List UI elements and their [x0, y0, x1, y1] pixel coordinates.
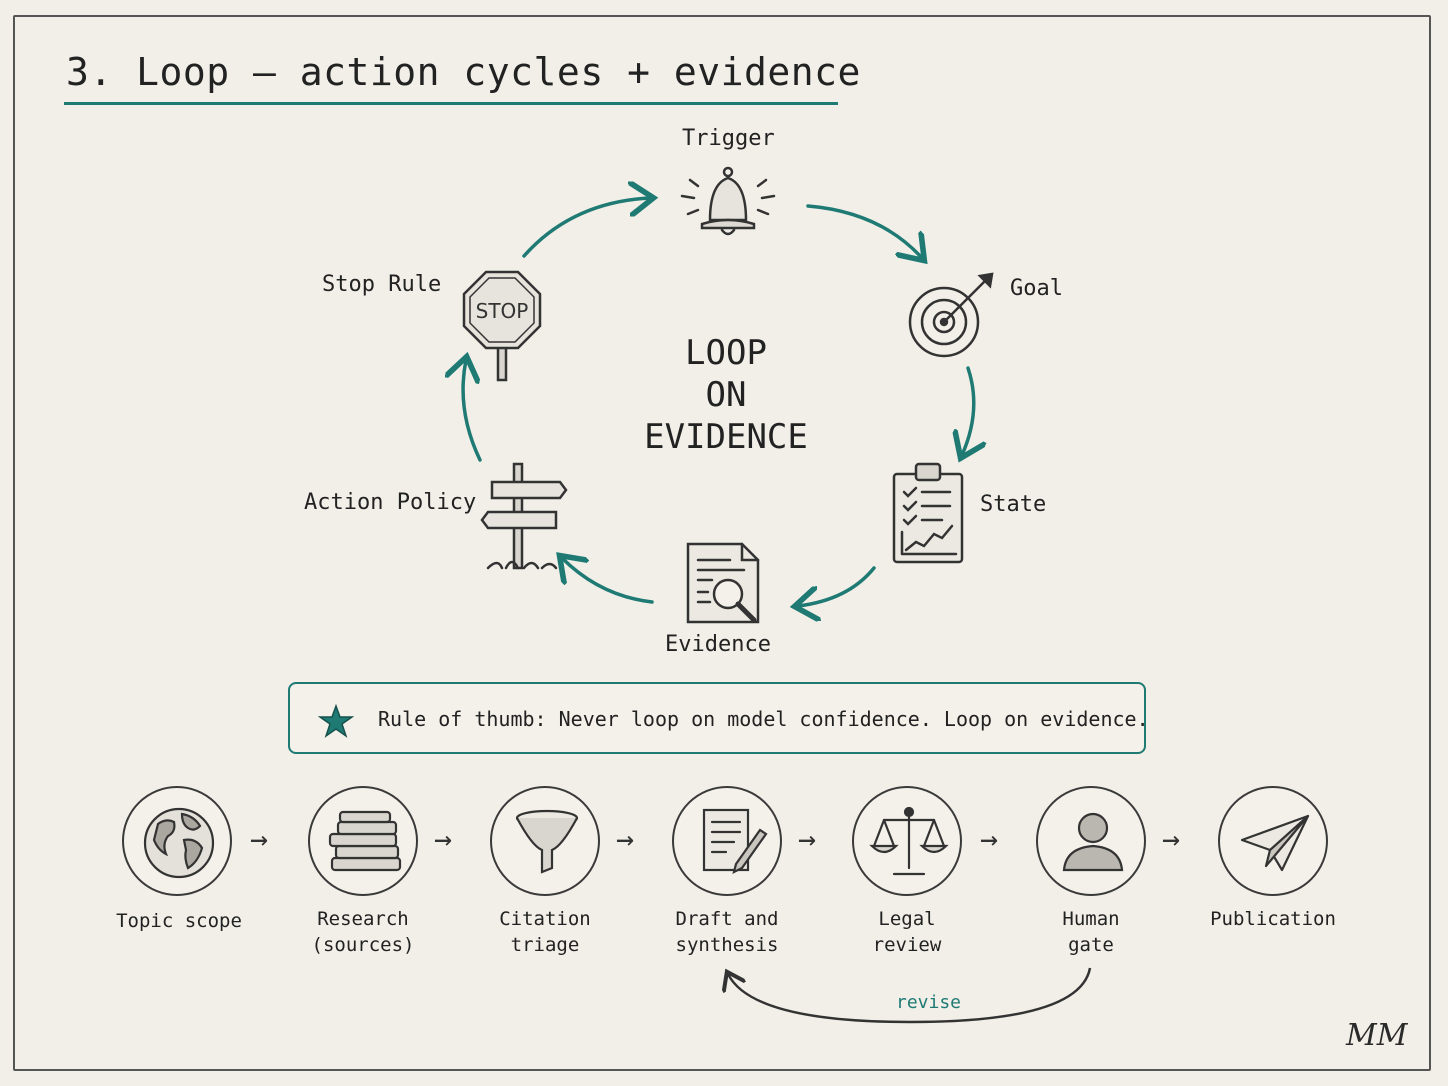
funnel-icon: [515, 809, 579, 874]
step-label-research: Research (sources): [278, 906, 448, 958]
center-line-3: EVIDENCE: [644, 417, 808, 457]
star-icon: [318, 704, 354, 738]
center-line-2: ON: [705, 375, 747, 415]
step-label-line2: review: [872, 934, 942, 956]
step-human-gate: [1036, 786, 1146, 896]
step-label-line2: synthesis: [675, 934, 779, 956]
flow-arrow-1: →: [250, 822, 269, 857]
step-label-line1: Draft and: [675, 908, 779, 930]
page-title: 3. Loop — action cycles + evidence: [66, 50, 861, 94]
node-label-evidence: Evidence: [665, 632, 771, 657]
flow-arrow-4: →: [798, 822, 817, 857]
step-label-line2: (sources): [311, 934, 415, 956]
clipboard-chart-icon: [892, 462, 964, 564]
arrow-action-to-stop: [463, 360, 482, 462]
step-label-legal-review: Legal review: [822, 906, 992, 958]
scales-icon: [869, 806, 949, 876]
document-pen-icon: [702, 808, 768, 875]
page-frame: [13, 15, 1431, 1071]
rule-of-thumb-text: Rule of thumb: Never loop on model confi…: [378, 707, 1149, 731]
step-label-publication: Publication: [1188, 906, 1358, 932]
node-label-action-policy: Action Policy: [304, 490, 477, 515]
step-label-line1: Publication: [1210, 908, 1336, 930]
step-label-line2: gate: [1068, 934, 1114, 956]
step-legal-review: [852, 786, 962, 896]
center-line-1: LOOP: [685, 333, 767, 373]
target-icon: [908, 272, 994, 358]
flow-arrow-5: →: [980, 822, 999, 857]
step-label-citation-triage: Citation triage: [460, 906, 630, 958]
arrow-evidence-to-action: [562, 558, 654, 604]
step-draft-synthesis: [672, 786, 782, 896]
step-label-line1: Citation: [499, 908, 591, 930]
revise-arrow: [728, 967, 1092, 1024]
node-label-trigger: Trigger: [682, 126, 775, 151]
arrow-stop-to-trigger: [522, 198, 650, 258]
title-underline: [64, 102, 838, 105]
paper-plane-icon: [1240, 814, 1310, 872]
node-label-goal: Goal: [1010, 276, 1063, 301]
rule-of-thumb-box: [288, 682, 1146, 754]
globe-icon: [143, 807, 215, 879]
step-label-draft-synthesis: Draft and synthesis: [642, 906, 812, 958]
flow-arrow-2: →: [434, 822, 453, 857]
step-citation-triage: [490, 786, 600, 896]
arrow-state-to-evidence: [798, 566, 876, 606]
step-label-line1: Human: [1062, 908, 1120, 930]
arrow-goal-to-state: [962, 366, 974, 455]
stop-sign-icon: STOP: [462, 270, 542, 382]
person-icon: [1062, 812, 1124, 872]
signature: MM: [1346, 1018, 1408, 1053]
step-label-line2: triage: [510, 934, 580, 956]
bell-icon: [680, 166, 776, 236]
stop-sign-text: STOP: [476, 299, 529, 323]
books-icon: [328, 810, 402, 872]
node-label-state: State: [980, 492, 1047, 517]
document-magnifier-icon: [686, 542, 760, 624]
flow-arrow-6: →: [1162, 822, 1181, 857]
flow-arrow-3: →: [616, 822, 635, 857]
step-label-topic-scope: Topic scope: [94, 908, 264, 934]
step-label-line1: Research: [317, 908, 409, 930]
step-publication: [1218, 786, 1328, 896]
signpost-icon: [480, 462, 568, 570]
step-topic-scope: [122, 786, 232, 896]
step-label-line1: Topic scope: [116, 910, 242, 932]
step-research: [308, 786, 418, 896]
step-label-human-gate: Human gate: [1006, 906, 1176, 958]
loop-center-text: LOOP ON EVIDENCE: [604, 332, 848, 458]
node-label-stop-rule: Stop Rule: [322, 272, 442, 297]
arrow-trigger-to-goal: [806, 204, 922, 258]
step-label-line1: Legal: [878, 908, 936, 930]
revise-label: revise: [896, 992, 962, 1013]
